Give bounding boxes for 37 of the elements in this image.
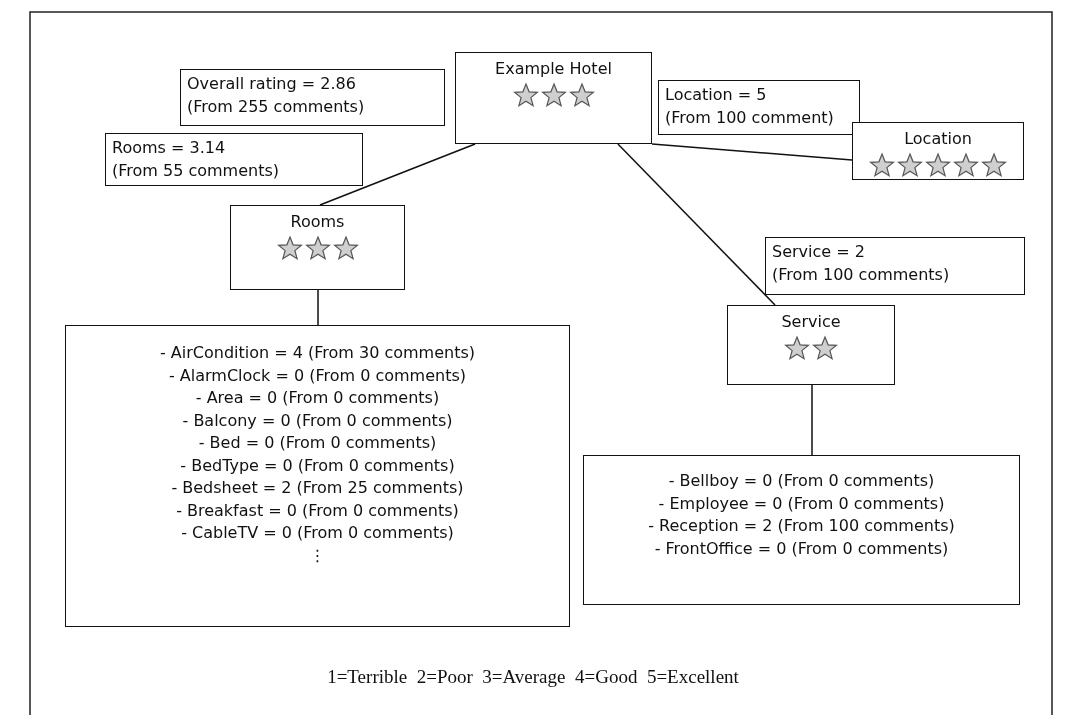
rating-note-box: [105, 133, 363, 186]
node-title: Rooms: [290, 212, 345, 231]
rating-note: Overall rating = 2.86 (From 255 comments): [187, 73, 365, 118]
category-box: [455, 52, 652, 144]
connector-line: [317, 289, 319, 326]
list-item: - Reception = 2 (From 100 comments): [648, 515, 955, 537]
list-item: - Employee = 0 (From 0 comments): [658, 492, 945, 515]
connector-line: [651, 143, 853, 161]
list-box: [65, 325, 570, 627]
rating-note: Rooms = 3.14 (From 55 comments): [112, 137, 279, 182]
rating-note-box: [180, 69, 445, 126]
node-title: Example Hotel: [495, 59, 612, 78]
rating-note-box: [658, 80, 860, 135]
list-item: - Breakfast = 0 (From 0 comments): [176, 499, 459, 522]
rating-scale-note: 1=Terrible 2=Poor 3=Average 4=Good 5=Excellent: [327, 666, 739, 687]
list-item: - CableTV = 0 (From 0 comments): [181, 522, 454, 544]
list-item: - FrontOffice = 0 (From 0 comments): [654, 537, 949, 560]
list-item: ⋮: [309, 544, 326, 567]
rating-note: Service = 2 (From 100 comments): [772, 241, 950, 286]
list-item: - Balcony = 0 (From 0 comments): [182, 409, 453, 432]
list-item: - Bed = 0 (From 0 comments): [198, 432, 437, 454]
connector-line: [617, 143, 776, 306]
list-item: - AirCondition = 4 (From 30 comments): [160, 342, 475, 364]
rating-note: Location = 5 (From 100 comment): [665, 84, 834, 129]
list-item: - Bedsheet = 2 (From 25 comments): [171, 477, 464, 499]
node-title: Location: [904, 129, 972, 148]
node-title: Service: [781, 312, 841, 331]
category-box: [852, 122, 1024, 180]
list-box: [583, 455, 1020, 605]
list-item: - BedType = 0 (From 0 comments): [180, 454, 455, 477]
category-box: [230, 205, 405, 290]
connector-line: [811, 384, 813, 456]
list-item: - Bellboy = 0 (From 0 comments): [668, 470, 935, 492]
category-box: [727, 305, 895, 385]
rating-note-box: [765, 237, 1025, 295]
list-item: - AlarmClock = 0 (From 0 comments): [168, 364, 467, 387]
list-item: - Area = 0 (From 0 comments): [195, 387, 440, 409]
